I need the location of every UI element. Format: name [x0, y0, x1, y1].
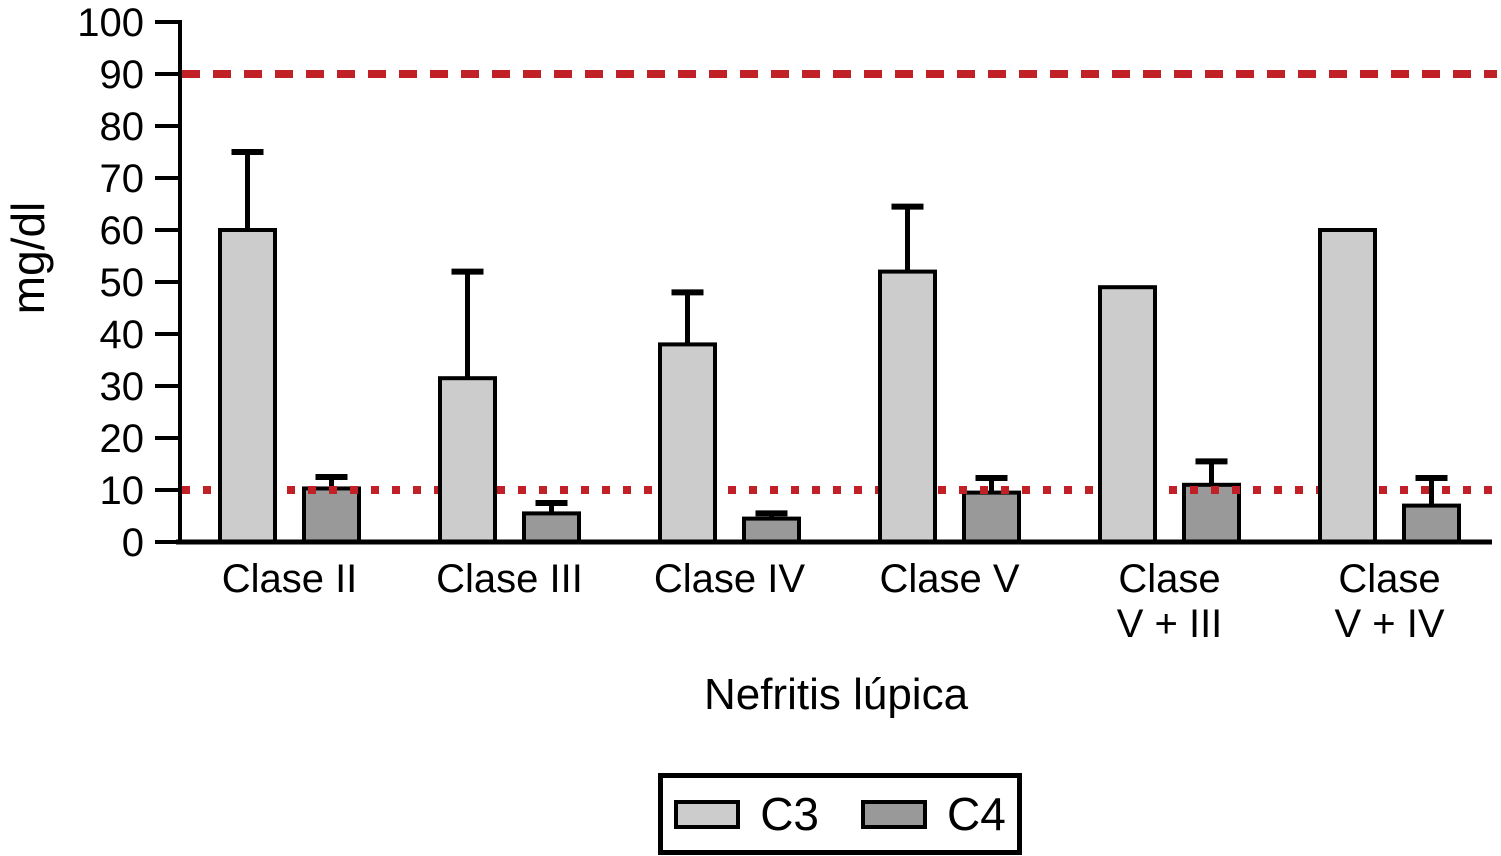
- category-label: Clase: [1338, 557, 1440, 601]
- y-tick-label: 70: [100, 157, 145, 201]
- legend: C3 C4: [658, 773, 1022, 855]
- y-axis-label: mg/dl: [2, 202, 54, 314]
- legend-item-c4: C4: [861, 791, 1006, 837]
- x-axis-title: Nefritis lúpica: [703, 670, 969, 719]
- y-tick-label: 80: [100, 105, 145, 149]
- y-tick-label: 10: [100, 469, 145, 513]
- legend-label-c4: C4: [947, 788, 1006, 840]
- y-tick-label: 90: [100, 53, 145, 97]
- c3-bar: [658, 342, 717, 544]
- category-label: V + III: [1117, 602, 1223, 646]
- legend-swatch-c3: [674, 799, 741, 829]
- category-label: V + IV: [1334, 602, 1444, 646]
- category-label: Clase: [1118, 557, 1220, 601]
- category-label: Clase II: [222, 557, 358, 601]
- c3-bar: [878, 269, 937, 544]
- y-tick-label: 0: [122, 521, 144, 565]
- c3-bar: [1318, 228, 1377, 544]
- category-label: Clase V: [879, 557, 1019, 601]
- category-label: Clase III: [436, 557, 583, 601]
- y-tick-label: 40: [100, 313, 145, 357]
- c4-bar: [302, 486, 361, 545]
- y-tick-label: 100: [77, 1, 144, 45]
- c4-bar: [962, 490, 1021, 545]
- y-tick-label: 30: [100, 365, 145, 409]
- c4-bar: [522, 511, 581, 545]
- c3-bar: [218, 228, 277, 544]
- c4-bar: [742, 516, 801, 544]
- legend-label-c3: C3: [760, 788, 819, 840]
- y-tick-label: 20: [100, 417, 145, 461]
- c3-bar: [1098, 285, 1157, 545]
- y-tick-label: 50: [100, 261, 145, 305]
- category-label: Clase IV: [654, 557, 805, 601]
- legend-swatch-c4: [861, 799, 927, 829]
- legend-item-c3: C3: [674, 791, 819, 837]
- c4-bar: [1402, 503, 1461, 545]
- c3-bar: [438, 376, 497, 545]
- y-tick-label: 60: [100, 209, 145, 253]
